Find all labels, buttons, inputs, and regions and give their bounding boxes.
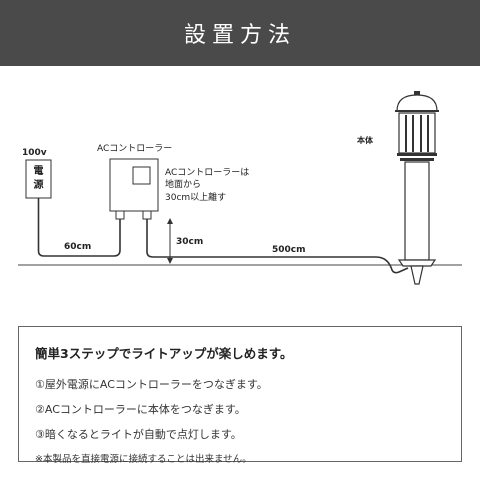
body-label: 本体	[356, 135, 374, 145]
height-arrow-bottom	[167, 258, 173, 264]
instruction-step-3: ③暗くなるとライトが自動で点灯します。	[35, 428, 242, 441]
ac-note-line3: 30cm以上離す	[165, 191, 226, 203]
ac-controller-label: ACコントローラー	[97, 143, 172, 154]
cable-outlet-to-controller	[37, 198, 121, 257]
label-500cm: 500cm	[272, 245, 306, 255]
ac-note-line1: ACコントローラーは	[165, 167, 249, 178]
ac-controller-window	[132, 166, 151, 185]
header-bar: 設置方法	[0, 0, 480, 66]
instruction-step-2: ②ACコントローラーに本体をつなぎます。	[35, 403, 246, 416]
ac-note-line2: 地面から	[165, 178, 201, 190]
ac-plug-right	[142, 210, 152, 220]
instructions-box: 簡単3ステップでライトアップが楽しめます。 ①屋外電源にACコントローラーをつな…	[18, 326, 462, 465]
instruction-step-1: ①屋外電源にACコントローラーをつなぎます。	[35, 378, 268, 391]
ac-plug-left	[115, 210, 125, 220]
height-arrow-top	[167, 218, 173, 224]
instruction-note: ※本製品を直接電源に接続することは出来ません。	[35, 454, 252, 465]
outlet-label-1: 電	[34, 165, 44, 177]
page-title: 設置方法	[183, 23, 296, 48]
cable-controller-to-lamp	[146, 219, 409, 274]
label-60cm: 60cm	[64, 242, 91, 252]
instructions-title: 簡単3ステップでライトアップが楽しめます。	[35, 346, 293, 361]
installation-diagram: 100v 電 源 ACコントローラー ACコントローラーは 地面から 30cm以…	[0, 66, 480, 316]
outlet-label-2: 源	[34, 178, 44, 191]
label-30cm: 30cm	[176, 237, 203, 247]
garden-lamp	[395, 91, 439, 285]
label-100v: 100v	[22, 148, 47, 158]
diagram-svg: 100v 電 源 ACコントローラー ACコントローラーは 地面から 30cm以…	[18, 91, 462, 285]
